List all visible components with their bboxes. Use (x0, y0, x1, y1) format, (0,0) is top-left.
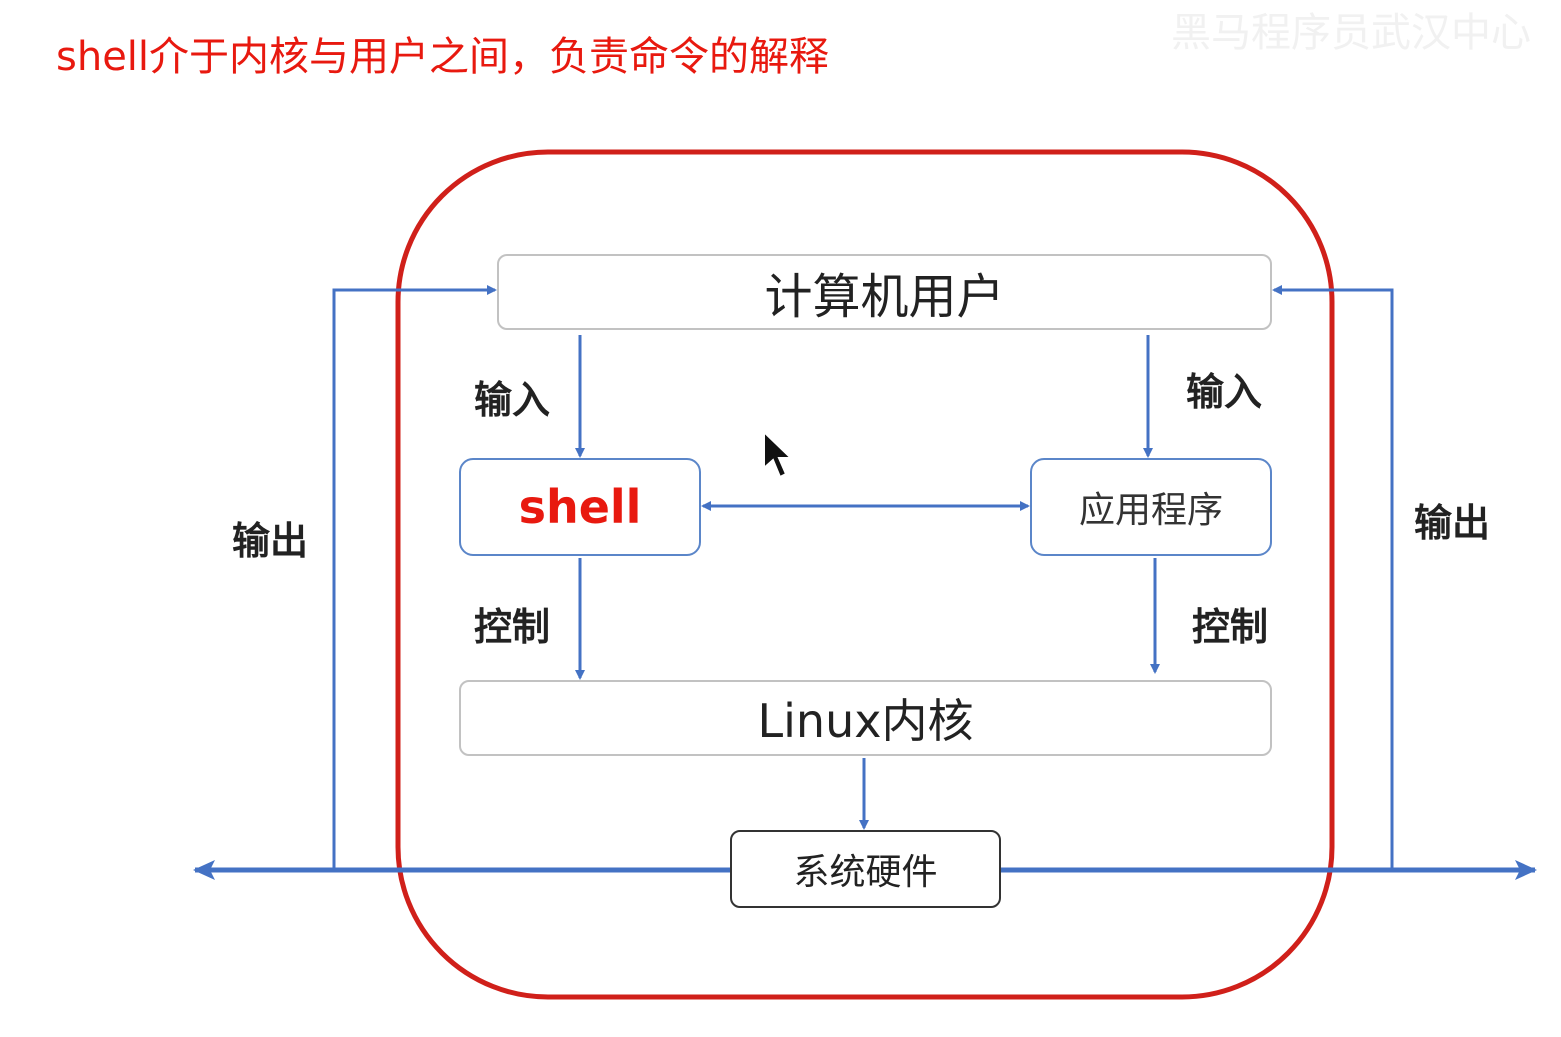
control-right-label: 控制 (1192, 605, 1269, 649)
output-right-label: 输出 (1414, 501, 1491, 545)
output-right-arrow (1272, 285, 1394, 870)
input-right-label: 输入 (1186, 370, 1263, 414)
computer-user-box: 计算机用户 (497, 254, 1272, 330)
system-hardware-box: 系统硬件 (730, 830, 1001, 908)
system-frame (395, 149, 1335, 1000)
linux-kernel-box: Linux内核 (459, 680, 1272, 756)
control-left-label: 控制 (474, 605, 551, 649)
watermark: 黑马程序员武汉中心 (1171, 10, 1531, 56)
shell-box: shell (459, 458, 701, 556)
output-left-label: 输出 (232, 519, 309, 563)
page-title: shell介于内核与用户之间，负责命令的解释 (56, 34, 830, 80)
output-left-arrow (332, 285, 497, 870)
mouse-pointer-icon (762, 429, 796, 486)
applications-box: 应用程序 (1030, 458, 1272, 556)
input-left-label: 输入 (474, 378, 551, 422)
